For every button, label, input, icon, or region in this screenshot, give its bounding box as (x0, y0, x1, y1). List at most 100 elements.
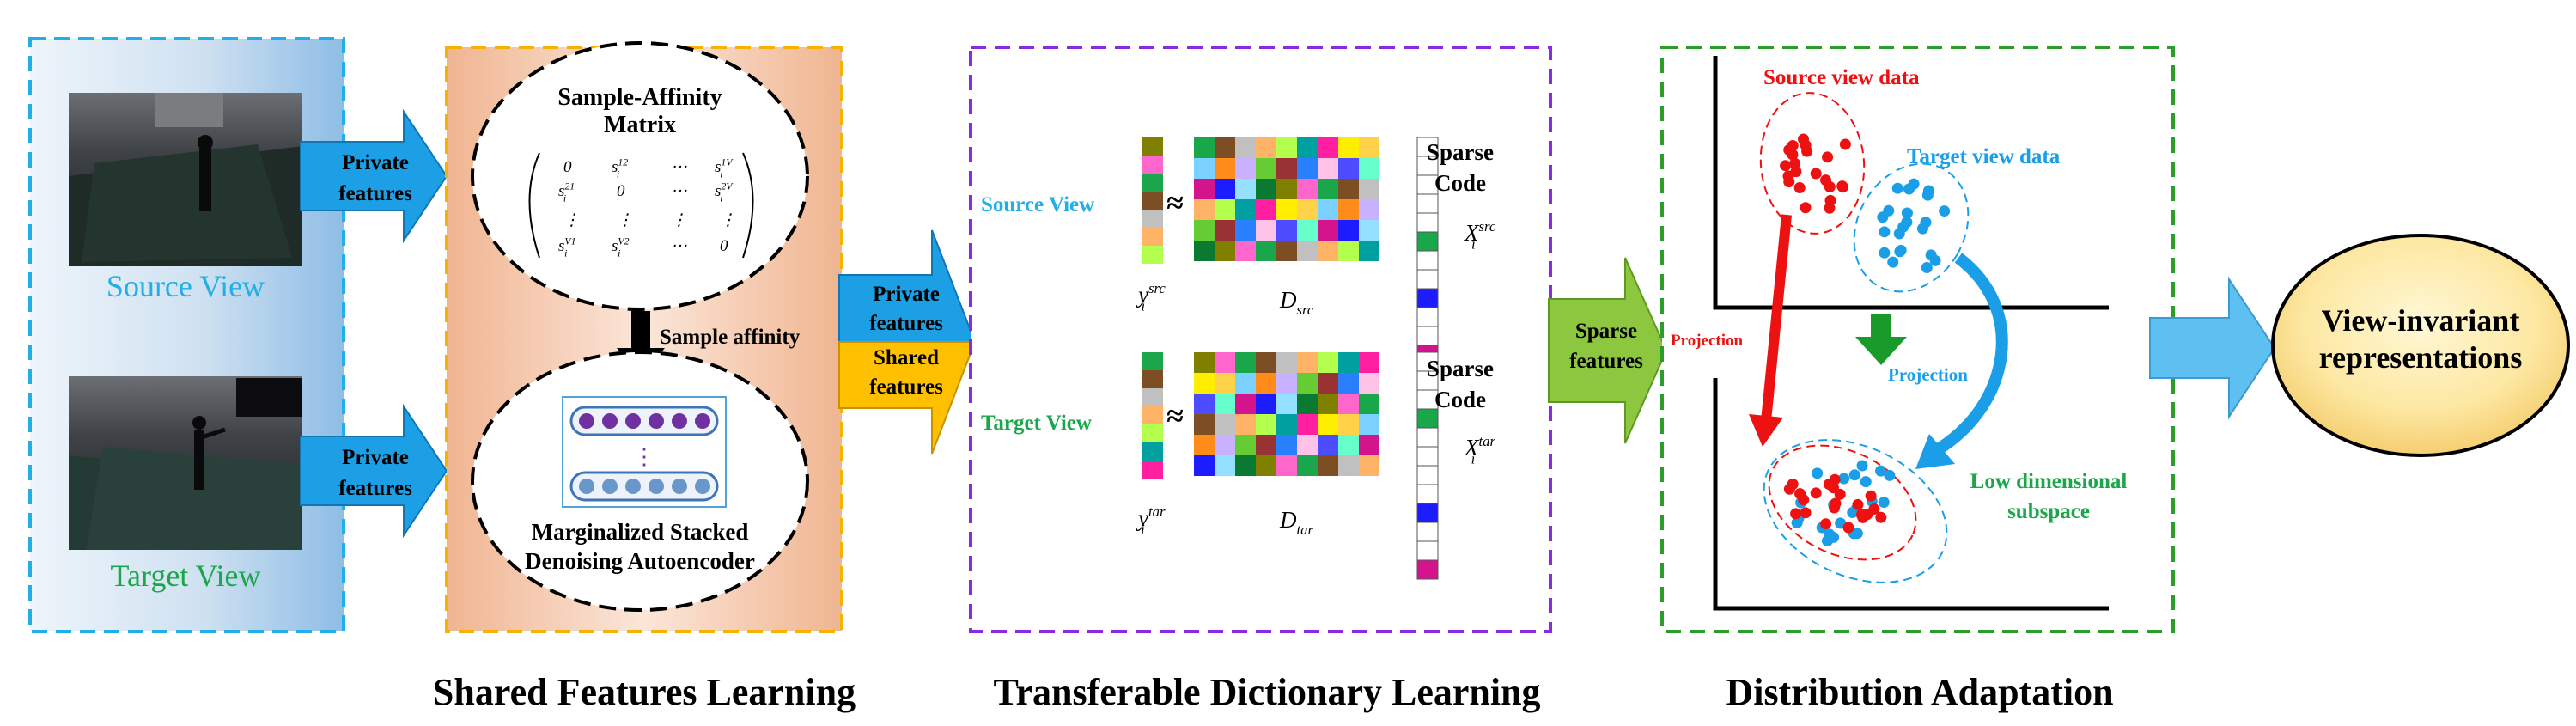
mixed-source-point (1875, 511, 1887, 523)
dict-cell (1194, 455, 1215, 476)
target-point (1903, 183, 1915, 195)
private-shared-features-arrow: Private features Shared features (838, 229, 977, 455)
dict-cell (1256, 179, 1276, 199)
dict-cell (1338, 158, 1359, 179)
source-point (1800, 202, 1812, 214)
dict-cell (1359, 137, 1379, 158)
dict-cell (1194, 352, 1215, 373)
code-cell (1416, 231, 1439, 252)
dict-cell (1235, 394, 1256, 414)
dict-cell (1338, 414, 1359, 435)
mixed-source-point (1810, 487, 1822, 499)
source-point (1780, 160, 1792, 172)
dict-cell (1318, 241, 1338, 261)
dict-cell (1142, 174, 1163, 192)
subspace-label-1: Low dimensional (1970, 470, 2128, 493)
dict-cell (1338, 455, 1359, 476)
mixed-target-point (1791, 516, 1803, 528)
dict-cell (1194, 435, 1215, 455)
mixed-target-point (1812, 467, 1824, 479)
dict-cell (1142, 246, 1163, 264)
output-label-1: View-invariant (2322, 303, 2520, 338)
dict-cell (1318, 455, 1338, 476)
ae-top-node (579, 413, 594, 429)
source-point (1822, 151, 1834, 163)
ae-bottom-node (579, 479, 594, 494)
code-cell (1416, 427, 1439, 448)
target-point (1925, 249, 1937, 261)
ae-bottom-node (695, 479, 710, 494)
mixed-source-point (1790, 508, 1802, 520)
sparse-features-a: Sparse (1575, 320, 1637, 343)
projection-left-label: Projection (1671, 332, 1743, 350)
dict-cell (1142, 156, 1163, 174)
source-point (1824, 181, 1836, 193)
d-tar-label: Dtar (1279, 507, 1314, 538)
dict-cell (1256, 241, 1276, 261)
dict-cell (1276, 352, 1297, 373)
dict-cell (1338, 352, 1359, 373)
source-point (1839, 138, 1851, 150)
dict-cell (1338, 394, 1359, 414)
dict-cell (1276, 414, 1297, 435)
dict-cell (1297, 455, 1318, 476)
dict-cell (1235, 414, 1256, 435)
ae-top-node (649, 413, 664, 429)
matrix-cell: ⋮ (563, 211, 580, 229)
stage4-caption: Distribution Adaptation (1726, 671, 2113, 713)
mixed-source-point (1852, 498, 1864, 510)
ae-bottom-node (649, 479, 664, 494)
dict-cell (1359, 199, 1379, 220)
mixed-source-point (1829, 502, 1841, 514)
code-cell (1416, 326, 1439, 346)
sparse-features-arrow: Sparse features (1548, 257, 1668, 444)
stage2-caption: Shared Features Learning (433, 671, 856, 713)
mixed-source-point (1787, 479, 1799, 491)
dict-cell (1142, 192, 1163, 210)
source-point (1787, 149, 1799, 161)
dict-cell (1235, 435, 1256, 455)
target-point (1877, 211, 1889, 223)
private-features-label-2a: Private (342, 446, 409, 469)
dict-cell (1359, 220, 1379, 241)
code-cell (1416, 269, 1439, 290)
source-point (1798, 133, 1810, 145)
lower-axes (1713, 378, 2109, 611)
matrix-title-1: Sample-Affinity (557, 84, 722, 111)
sample-affinity-label: Sample affinity (660, 326, 801, 349)
mixed-target-point (1884, 469, 1896, 481)
mixed-target-point (1838, 473, 1850, 485)
dict-cell (1338, 179, 1359, 199)
dict-cell (1142, 388, 1163, 406)
dict-cell (1359, 373, 1379, 394)
sparse-features-b: features (1569, 350, 1643, 373)
matrix-cell: 0 (563, 158, 572, 176)
arrow-shared-a: Shared (874, 346, 939, 369)
dict-cell (1142, 370, 1163, 388)
private-features-label-1a: Private (342, 151, 409, 174)
ae-title-2: Denoising Autoencoder (525, 548, 755, 574)
dict-cell (1297, 179, 1318, 199)
dict-cell (1276, 158, 1297, 179)
dict-cell (1235, 455, 1256, 476)
dict-cell (1256, 199, 1276, 220)
dict-cell (1318, 352, 1338, 373)
dict-cell (1297, 435, 1318, 455)
source-point (1824, 194, 1836, 206)
green-down-arrow (1855, 314, 1907, 365)
stage3-caption: Transferable Dictionary Learning (993, 671, 1540, 713)
dict-cell (1215, 158, 1235, 179)
matrix-left-paren (528, 152, 540, 259)
dict-cell (1215, 352, 1235, 373)
source-view-data-label: Source view data (1763, 66, 1920, 89)
target-point (1901, 207, 1913, 219)
subspace-outer-ellipse (1763, 439, 1948, 583)
target-point (1887, 256, 1899, 268)
target-point (1922, 185, 1934, 197)
mixed-source-point (1829, 473, 1841, 485)
upper-axes (1713, 56, 2109, 310)
mixed-target-point (1824, 528, 1836, 540)
mixed-target-point (1875, 465, 1887, 477)
mixed-source-point (1865, 490, 1877, 502)
